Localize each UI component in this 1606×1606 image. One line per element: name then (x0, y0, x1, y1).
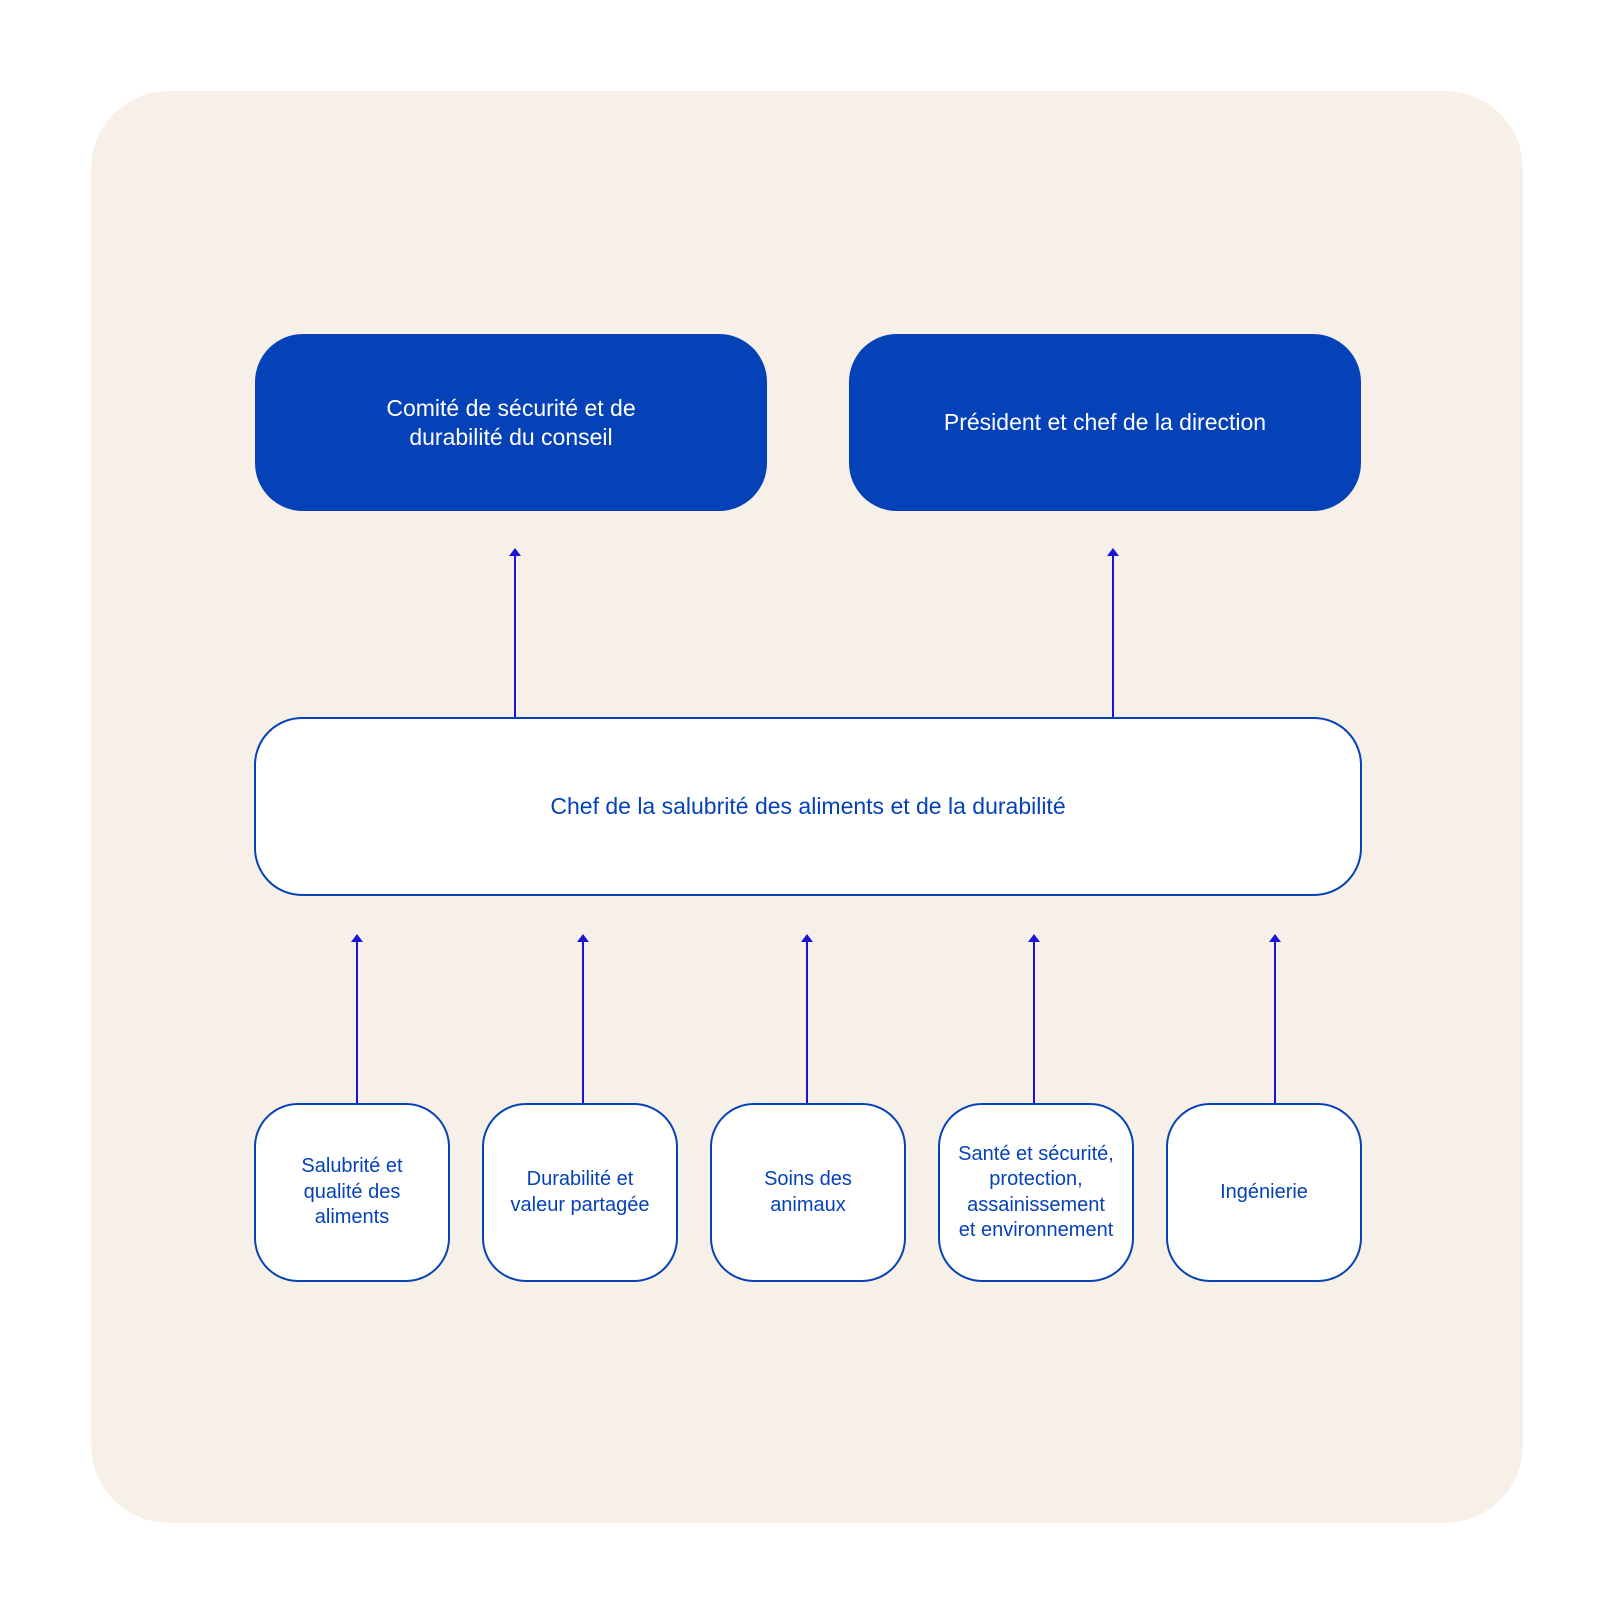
sustainability-shared-value-label: Durabilité et valeur partagée (510, 1168, 650, 1216)
sustainability-shared-value-box: Durabilité et valeur partagée (482, 1103, 678, 1282)
food-safety-quality-box: Salubrité et qualité des aliments (254, 1103, 450, 1282)
engineering-label: Ingénierie (1220, 1180, 1308, 1203)
arrowhead-from-animal-care (801, 934, 813, 942)
arrowhead-from-sustainability (577, 934, 589, 942)
health-safety-environment-label: Santé et sécurité, protection, assainiss… (958, 1142, 1114, 1242)
chief-food-safety-label: Chef de la salubrité des aliments et de … (550, 793, 1066, 819)
animal-care-box: Soins des animaux (710, 1103, 906, 1282)
food-safety-quality-label: Salubrité et qualité des aliments (301, 1155, 403, 1229)
animal-care-label: Soins des animaux (764, 1168, 852, 1216)
chief-food-safety-box: Chef de la salubrité des aliments et de … (254, 717, 1362, 896)
board-committee-box: Comité de sécurité et de durabilité du c… (255, 334, 767, 511)
arrowhead-to-president (1107, 548, 1119, 556)
engineering-box: Ingénierie (1166, 1103, 1362, 1282)
president-ceo-label: Président et chef de la direction (943, 409, 1267, 435)
president-ceo-box: Président et chef de la direction (849, 334, 1361, 511)
board-committee-label: Comité de sécurité et de durabilité du c… (386, 394, 636, 450)
arrowhead-to-committee (509, 548, 521, 556)
arrowhead-from-food-safety (351, 934, 363, 942)
arrowhead-from-health-safety (1028, 934, 1040, 942)
arrowhead-from-engineering (1269, 934, 1281, 942)
health-safety-environment-box: Santé et sécurité, protection, assainiss… (938, 1103, 1134, 1282)
